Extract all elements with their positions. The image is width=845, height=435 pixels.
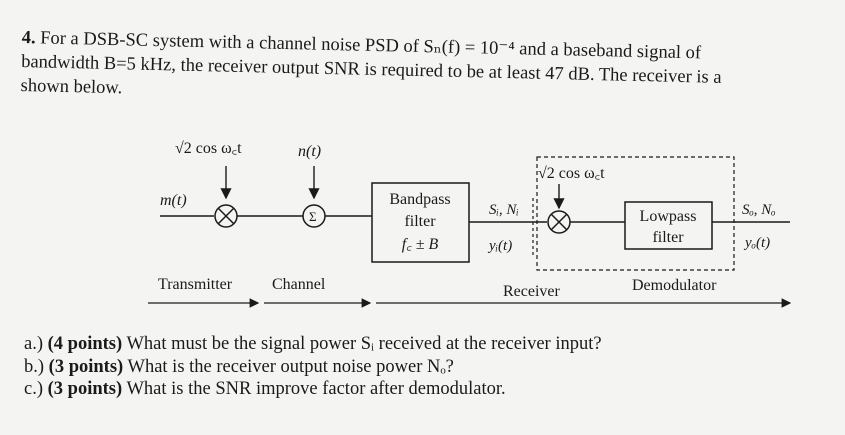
transmitter-label: Transmitter <box>158 276 233 293</box>
receiver-label: Receiver <box>503 283 561 300</box>
question-c-points: (3 points) <box>47 379 123 399</box>
question-a-points: (4 points) <box>47 334 123 354</box>
question-b-label: b.) <box>24 356 45 377</box>
question-c-label: c.) <box>24 379 43 399</box>
question-a-label: a.) <box>24 334 43 354</box>
channel-label: Channel <box>272 276 326 293</box>
summer-symbol: Σ <box>309 209 317 224</box>
question-a-text: What must be the signal power Sᵢ receive… <box>126 334 602 354</box>
question-b-text: What is the receiver output noise power … <box>127 356 454 377</box>
question-c-text: What is the SNR improve factor after dem… <box>126 379 506 399</box>
input-label: m(t) <box>160 192 187 209</box>
rx-carrier-label: √2 cos ω꜀t <box>538 165 605 182</box>
question-c: c.) (3 points) What is the SNR improve f… <box>24 378 824 401</box>
so-no-label: Sₒ, Nₒ <box>742 202 776 218</box>
bpf-line-3: f꜀ ± B <box>402 236 439 253</box>
question-b-points: (3 points) <box>48 356 124 377</box>
tx-mixer-icon <box>214 204 238 228</box>
bpf-line-2: filter <box>404 213 436 230</box>
si-ni-label: Sᵢ, Nᵢ <box>489 202 519 218</box>
noise-label: n(t) <box>298 143 321 160</box>
lpf-line-2: filter <box>652 229 684 246</box>
demodulator-label: Demodulator <box>632 277 717 294</box>
question-list: a.) (4 points) What must be the signal p… <box>24 333 824 401</box>
lowpass-filter-box <box>624 201 713 250</box>
yo-label: yₒ(t) <box>743 235 770 251</box>
rx-mixer-icon <box>547 210 571 234</box>
tx-carrier-label: √2 cos ω꜀t <box>175 140 242 157</box>
question-a: a.) (4 points) What must be the signal p… <box>24 333 824 356</box>
yi-label: yᵢ(t) <box>487 238 512 254</box>
question-b: b.) (3 points) What is the receiver outp… <box>24 356 824 379</box>
bpf-line-1: Bandpass <box>389 191 450 208</box>
lpf-line-1: Lowpass <box>640 208 697 225</box>
block-diagram: √2 cos ω꜀t n(t) m(t) Σ Bandpass filter f… <box>148 140 792 308</box>
demodulator-dashed-box <box>536 156 735 271</box>
